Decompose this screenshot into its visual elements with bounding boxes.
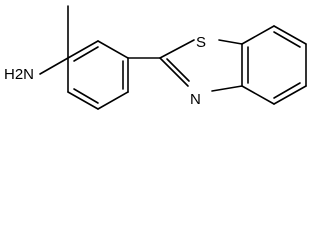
- ring-bond: [67, 91, 99, 110]
- ring-bond: [273, 85, 307, 105]
- ring-bond: [67, 40, 99, 59]
- ring-double-bond: [73, 46, 99, 62]
- benzothiazolyl-methylaniline-structure: H2N S N: [4, 5, 307, 110]
- s-c7a-bond: [218, 39, 243, 45]
- aniline-ring: [67, 40, 129, 110]
- ring-bond: [97, 91, 129, 110]
- ring-bond: [97, 40, 129, 59]
- c2-n-double-bond: [159, 57, 189, 87]
- sulfur-label: S: [196, 34, 206, 51]
- ring-double-bond: [73, 88, 99, 104]
- c2-s-bond: [159, 39, 195, 59]
- amine-label: H2N: [4, 66, 34, 83]
- ring-double-bond: [273, 31, 301, 48]
- benzo-ring: [241, 25, 307, 105]
- ring-double-bond: [273, 82, 301, 99]
- n-c3a-bond: [211, 85, 243, 92]
- amine-bond: [39, 57, 69, 75]
- thiazole-ring: [159, 39, 243, 92]
- c2-n-double-bond-inner: [166, 58, 190, 82]
- ring-bond: [241, 25, 275, 45]
- ring-bond: [273, 25, 307, 45]
- nitrogen-label: N: [190, 91, 201, 108]
- ring-bond: [241, 85, 275, 105]
